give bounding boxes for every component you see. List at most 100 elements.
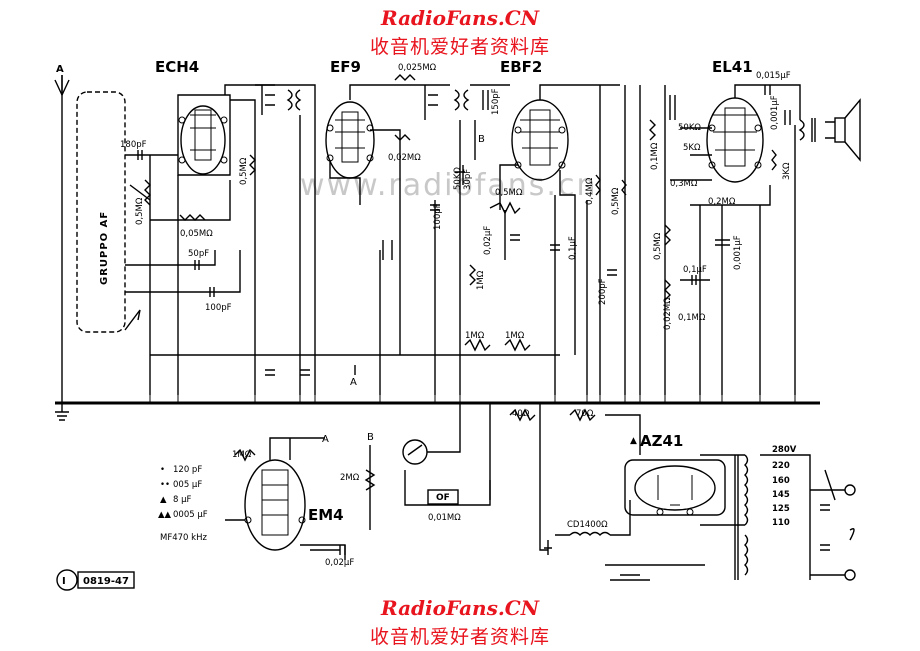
label-of: OF <box>436 493 450 503</box>
label-5k: 5KΩ <box>683 143 701 153</box>
label-r1: 0,5MΩ <box>135 197 145 225</box>
legend-text-1: 120 pF <box>173 465 202 475</box>
legend-symbol-1: • <box>160 465 165 475</box>
label-002uf: 0,02μF <box>483 226 493 255</box>
field-choke: CD1400Ω <box>544 500 631 555</box>
label-0015uf: 0,015μF <box>756 71 791 81</box>
az41-marker: ▲ <box>630 436 637 446</box>
on-off-switch: OF 0,01MΩ <box>402 403 491 523</box>
label-05m-pot: 0,5MΩ <box>495 188 523 198</box>
watermark-title-top: RadioFans.CN <box>381 6 539 30</box>
label-r3: 0,05MΩ <box>180 229 213 239</box>
label-50k-b: 50KΩ <box>678 123 701 133</box>
tube-em4-label: EM4 <box>308 506 344 524</box>
label-r2: 0,5MΩ <box>239 157 249 185</box>
label-03m: 0,3MΩ <box>670 179 698 189</box>
label-0001uf: 0,001μF <box>770 95 780 130</box>
gruppo-af-box: GRUPPO AF <box>76 91 126 333</box>
if-transformer-1 <box>255 84 316 395</box>
label-180pf: 180pF <box>120 140 147 150</box>
cap-180pf <box>137 150 143 160</box>
legend-text-2: 005 μF <box>173 480 202 490</box>
label-3k: 3KΩ <box>782 162 792 180</box>
label-70ohm: 70Ω <box>576 409 594 419</box>
label-0025m: 0,025MΩ <box>398 63 437 73</box>
tube-ef9 <box>325 101 375 179</box>
tap-110: 110 <box>772 518 790 528</box>
ground-symbol <box>55 390 69 421</box>
label-em4-1m: 1MΩ <box>232 450 252 460</box>
label-100pf-b: 100pF <box>433 203 443 230</box>
label-01uf: 0,1μF <box>568 236 578 260</box>
legend: • 120 pF •• 005 μF ▲ 8 μF ▲▲ 0005 μF MF4… <box>158 465 208 543</box>
label-100pf: 100pF <box>205 303 232 313</box>
tap-145: 145 <box>772 490 790 500</box>
volume-pot <box>489 201 521 215</box>
line-label-b2: B <box>367 432 374 443</box>
tube-el41-label: EL41 <box>712 58 753 76</box>
watermark-title-bottom: RadioFans.CN <box>381 596 539 620</box>
label-2m: 2MΩ <box>340 473 360 483</box>
tap-160: 160 <box>772 476 790 486</box>
gruppo-af-label: GRUPPO AF <box>99 211 110 285</box>
stamp: I 0819-47 <box>56 569 135 591</box>
legend-symbol-2: •• <box>160 480 170 490</box>
voltage-taps: 280V 220 160 145 125 110 <box>772 445 797 528</box>
label-1m-a: 1MΩ <box>465 331 485 341</box>
tap-125: 125 <box>772 504 790 514</box>
watermark-faint: www.radiofans.cn <box>300 168 597 203</box>
tube-az41-label: AZ41 <box>640 432 683 450</box>
output-transformer <box>798 118 835 142</box>
label-002m: 0,02MΩ <box>388 153 421 163</box>
label-05m-b: 0,5MΩ <box>611 187 621 215</box>
label-cd1400: CD1400Ω <box>567 520 608 530</box>
tube-em4 <box>244 459 306 551</box>
label-50k: 50KΩ <box>453 167 463 190</box>
label-002m: 0,02MΩ <box>663 297 673 330</box>
label-02m: 0,2MΩ <box>708 197 736 207</box>
tube-ef9-label: EF9 <box>330 58 361 76</box>
legend-text-4: 0005 μF <box>173 510 208 520</box>
tube-ech4 <box>177 94 231 176</box>
tube-el41 <box>706 97 764 183</box>
watermark-subtitle-bottom: 收音机爱好者资料库 <box>369 626 550 648</box>
label-em4-002uf: 0,02μF <box>325 558 354 568</box>
legend-text-5: MF470 kHz <box>160 533 207 543</box>
label-150pf: 150pF <box>491 88 501 115</box>
watermark-subtitle-top: 收音机爱好者资料库 <box>369 36 550 58</box>
antenna-label: A <box>56 64 64 75</box>
line-label-b1: B <box>478 134 485 145</box>
tube-az41 <box>624 459 726 516</box>
mains-plug <box>810 469 856 581</box>
label-1m-b: 1MΩ <box>505 331 525 341</box>
label-01m-b: 0,1MΩ <box>678 313 706 323</box>
label-200pf: 200pF <box>598 278 608 305</box>
legend-symbol-4: ▲▲ <box>158 510 172 520</box>
line-label-a1: A <box>350 377 357 388</box>
power-transformer <box>605 454 811 581</box>
label-30pf: 30pF <box>463 169 473 190</box>
stamp-code: 0819-47 <box>83 576 129 587</box>
label-40ohm: 40Ω <box>512 409 530 419</box>
legend-text-3: 8 μF <box>173 495 192 505</box>
line-label-a2: A <box>322 434 329 445</box>
if-transformer-2: 150pF <box>424 84 510 395</box>
label-05m-c: 0,5MΩ <box>653 232 663 260</box>
label-01m: 0,1MΩ <box>650 142 660 170</box>
label-04m: 0,4MΩ <box>585 177 595 205</box>
speaker <box>834 98 861 162</box>
tap-280v: 280V <box>772 445 797 455</box>
stamp-mark: I <box>62 576 66 587</box>
label-001m: 0,01MΩ <box>428 513 461 523</box>
label-01uf-b: 0,1μF <box>683 265 707 275</box>
label-0001uf-b: 0,001μF <box>733 235 743 270</box>
legend-symbol-3: ▲ <box>160 495 167 505</box>
tube-ebf2-label: EBF2 <box>500 58 542 76</box>
label-1m: 1MΩ <box>476 270 486 290</box>
antenna: A <box>54 64 70 390</box>
label-50pf: 50pF <box>188 249 209 259</box>
tap-220: 220 <box>772 461 790 471</box>
tube-ech4-label: ECH4 <box>155 58 199 76</box>
